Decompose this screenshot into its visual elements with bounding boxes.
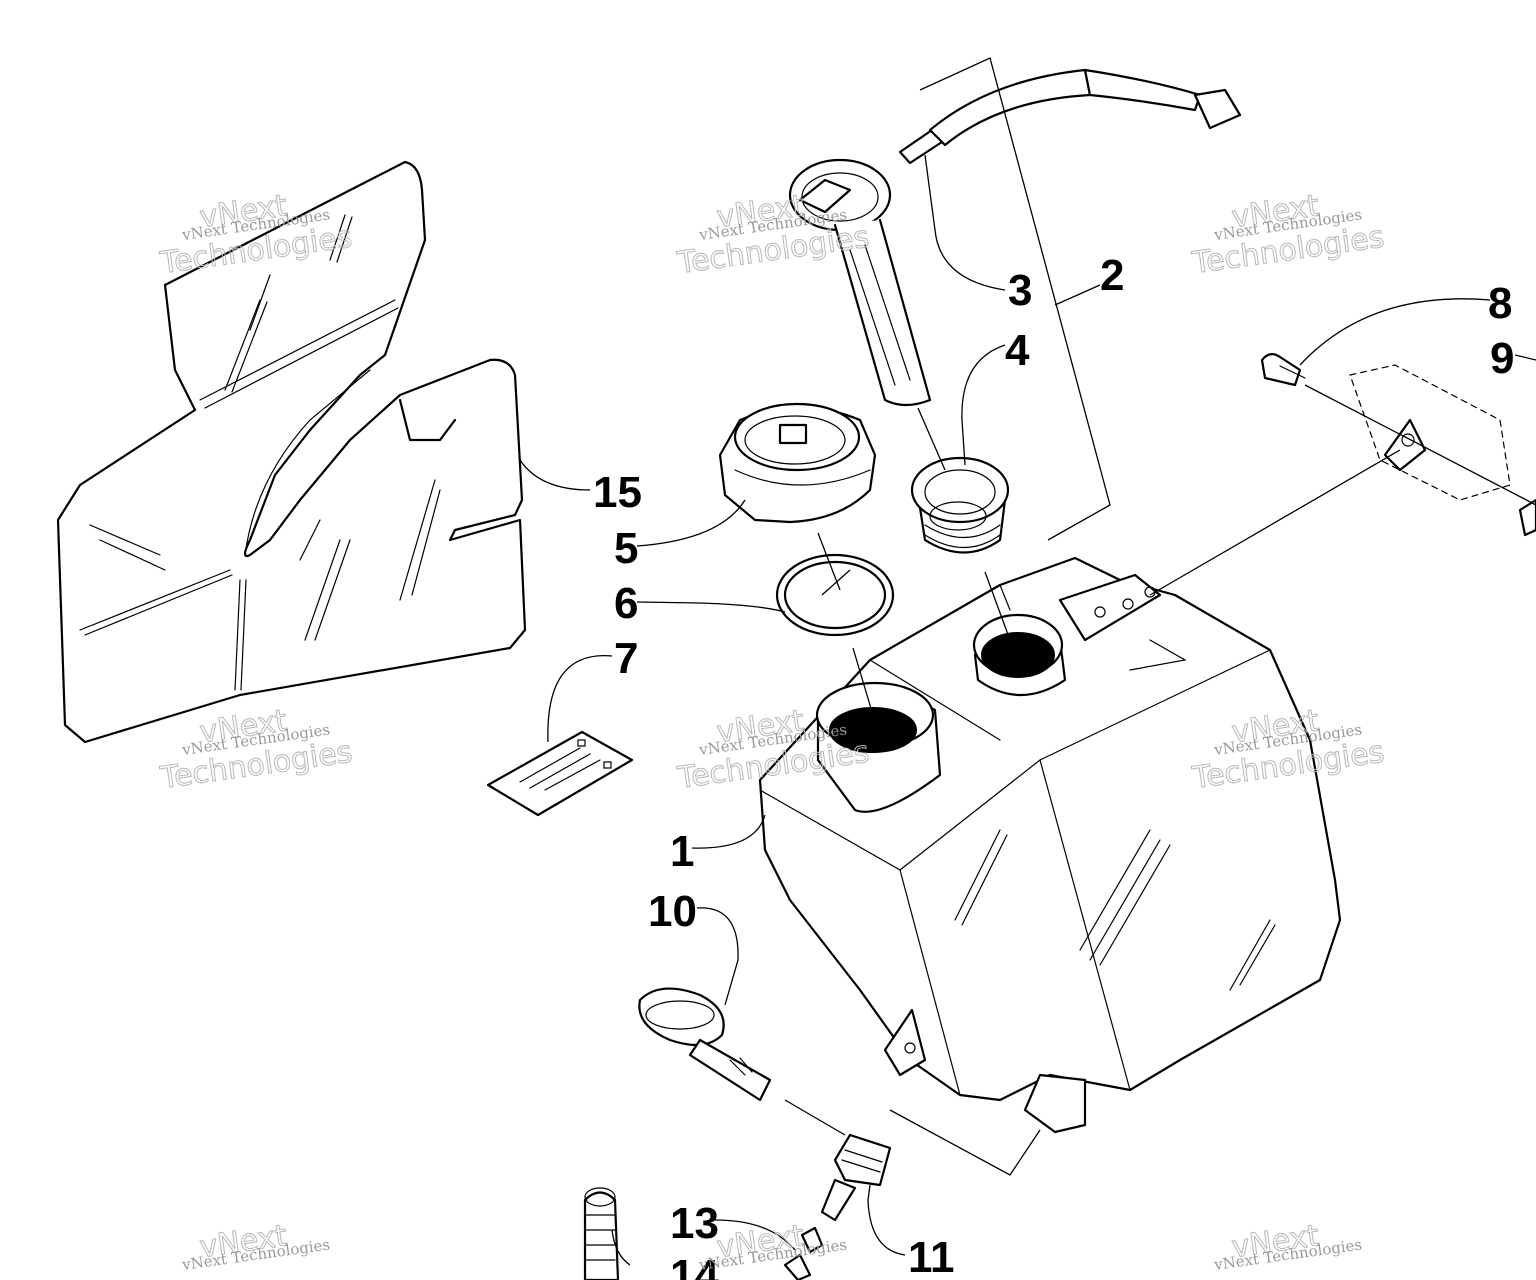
fitting-part-11	[820, 1133, 892, 1222]
callout-9: 9	[1490, 334, 1514, 383]
oil-cap-part-5	[718, 402, 877, 524]
leader-lines	[519, 154, 1536, 1266]
bracket-axis-line	[1149, 449, 1401, 596]
oil-line-part-14	[583, 1187, 620, 1280]
screw-part-8	[1260, 353, 1306, 387]
o-ring-part-6	[775, 553, 895, 637]
fitting-axis-line	[889, 1109, 1041, 1176]
callout-5: 5	[614, 524, 638, 573]
watermark-top-right: vNext vNext Technologies Technologies	[1189, 188, 1387, 282]
callout-13: 13	[670, 1199, 719, 1248]
clamp-axis-line	[784, 1099, 846, 1136]
decal-part-7	[486, 730, 634, 817]
callout-6: 6	[614, 579, 638, 628]
callout-labels: 3 2 4 8 9 15 5 6 7 1 10 13 14 11	[593, 251, 1514, 1280]
callout-14: 14	[670, 1251, 719, 1280]
oil-tank-part-1	[758, 556, 1342, 1134]
hose-clamp-part-10	[638, 987, 772, 1102]
watermark-bottom-center: vNext vNext Technologies	[697, 1218, 848, 1274]
heat-shield-part-15	[56, 160, 527, 744]
watermark-bottom-left: vNext vNext Technologies	[180, 1218, 331, 1274]
grommet-part-4	[910, 456, 1010, 554]
connector-part-13	[783, 1226, 824, 1280]
callout-7: 7	[614, 634, 638, 683]
screw-axis-line	[1304, 384, 1536, 506]
oil-level-sensor-part-3	[788, 68, 1242, 407]
callout-2: 2	[1100, 251, 1124, 300]
callout-1: 1	[670, 827, 694, 876]
callout-4: 4	[1005, 326, 1030, 375]
callout-11: 11	[908, 1233, 955, 1280]
callout-3: 3	[1008, 266, 1032, 315]
sensor-bracket-line-part-2	[919, 57, 1111, 541]
callout-15: 15	[593, 468, 642, 517]
callout-8: 8	[1488, 279, 1512, 328]
watermark-bottom-right: vNext vNext Technologies	[1212, 1218, 1363, 1274]
callout-10: 10	[648, 887, 697, 936]
bracket-part-9	[1349, 364, 1536, 537]
